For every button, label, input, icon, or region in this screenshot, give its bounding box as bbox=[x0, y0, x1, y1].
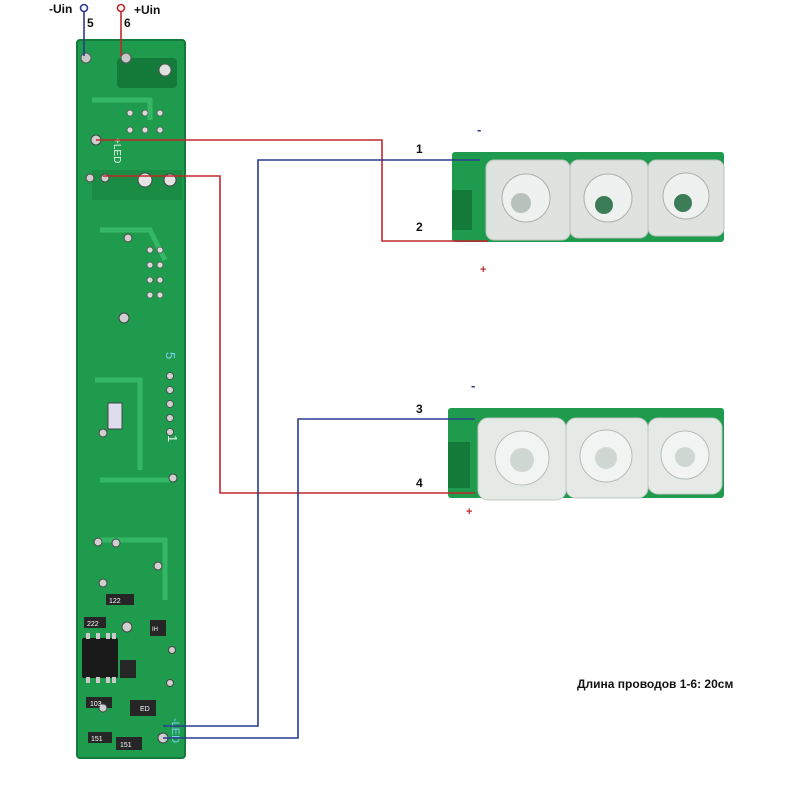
led-strip-edge bbox=[448, 442, 470, 488]
pcb-traces bbox=[92, 97, 170, 600]
uin-pos-pin: 6 bbox=[124, 16, 131, 30]
wire-3 bbox=[163, 418, 475, 739]
solder-pad bbox=[98, 428, 108, 438]
wire-4 bbox=[103, 175, 475, 494]
terminal-uin-neg bbox=[79, 3, 89, 13]
wire-label-2: 2 bbox=[416, 220, 423, 234]
wire-length-note: Длина проводов 1-6: 20см bbox=[577, 677, 734, 691]
ic-label: 122 bbox=[109, 598, 121, 605]
uin-neg-pin: 5 bbox=[87, 16, 94, 30]
mounting-hole bbox=[163, 173, 177, 187]
header-pins bbox=[166, 372, 174, 436]
uin-pos-label: +Uin bbox=[134, 3, 161, 17]
led-wires bbox=[96, 139, 488, 739]
ic-label: 151 bbox=[120, 742, 132, 749]
via-grid bbox=[126, 109, 164, 299]
driver-pcb: +LED 5 1 -LED 122 222 103 151 151 IH ED bbox=[76, 39, 186, 759]
led-chip bbox=[511, 193, 531, 213]
ic-label: ED bbox=[140, 706, 150, 713]
solder-pad bbox=[153, 561, 163, 571]
solder-pad bbox=[168, 646, 176, 654]
wire-label-1: 1 bbox=[416, 142, 423, 156]
module-1-minus-sign: - bbox=[477, 122, 482, 137]
solder-pad bbox=[121, 621, 133, 633]
mounting-hole bbox=[137, 172, 153, 188]
solder-pad bbox=[80, 52, 92, 64]
led-module-2 bbox=[448, 408, 724, 501]
solder-pad bbox=[85, 173, 95, 183]
led-chip bbox=[595, 447, 617, 469]
solder-pad bbox=[111, 538, 121, 548]
ic-pins bbox=[86, 633, 116, 683]
solder-pad bbox=[168, 473, 178, 483]
solder-pad bbox=[166, 679, 174, 687]
solder-pad bbox=[93, 537, 103, 547]
module-2-plus-sign: + bbox=[466, 506, 473, 518]
solder-pad bbox=[118, 312, 130, 324]
module-1-plus-sign: + bbox=[480, 264, 487, 276]
wire-label-3: 3 bbox=[416, 402, 423, 416]
mounting-hole bbox=[158, 63, 172, 77]
module-2-minus-sign: - bbox=[471, 378, 476, 393]
smd-resistor bbox=[107, 402, 123, 430]
pcb-body bbox=[76, 39, 186, 759]
led-chip bbox=[510, 448, 534, 472]
terminal-uin-pos bbox=[116, 3, 126, 13]
silk-led-minus: -LED bbox=[169, 718, 181, 743]
led-chip bbox=[674, 194, 692, 212]
smd-parts bbox=[84, 594, 166, 750]
uin-neg-label: -Uin bbox=[49, 2, 73, 16]
wire-1 bbox=[163, 159, 480, 727]
driver-ic bbox=[82, 638, 118, 678]
solder-pad bbox=[120, 52, 132, 64]
solder-pad bbox=[98, 703, 108, 713]
solder-pad bbox=[98, 578, 108, 588]
led-chip bbox=[675, 447, 695, 467]
power-wires bbox=[79, 3, 126, 56]
ic-label: 151 bbox=[91, 736, 103, 743]
ic-label: 103 bbox=[90, 701, 102, 708]
led-chip bbox=[595, 196, 613, 214]
silk-led-plus: +LED bbox=[111, 138, 122, 163]
led-module-1 bbox=[452, 152, 725, 242]
solder-pad bbox=[123, 233, 133, 243]
wire-label-4: 4 bbox=[416, 476, 423, 490]
silk-number-5: 5 bbox=[163, 352, 178, 359]
silk-number-1: 1 bbox=[165, 435, 180, 442]
ic-label: IH bbox=[152, 627, 158, 633]
led-strip-edge bbox=[452, 190, 472, 230]
wire-2 bbox=[96, 139, 488, 242]
ic-label: 222 bbox=[87, 621, 99, 628]
